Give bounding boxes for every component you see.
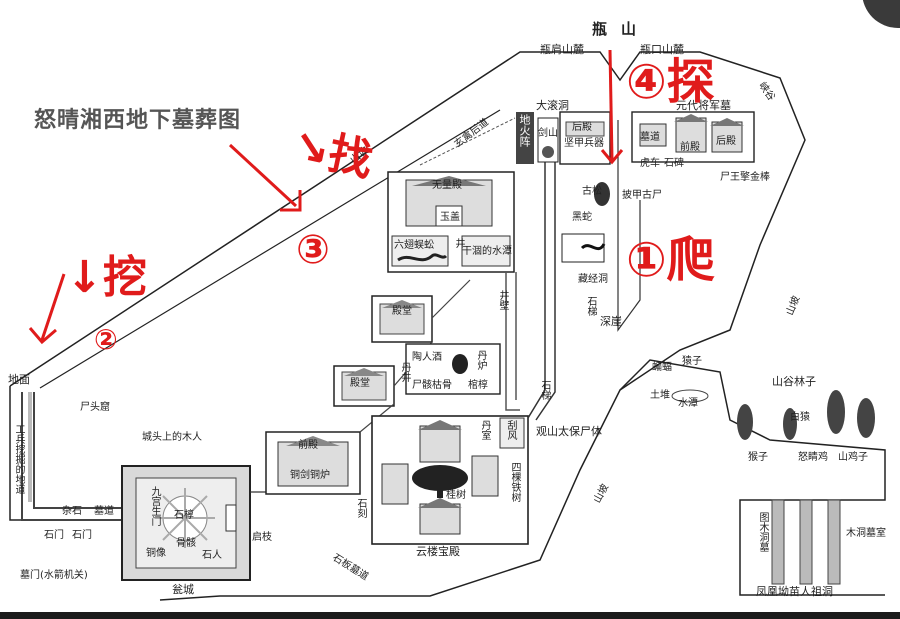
label-qiandian-2: 殿堂: [350, 378, 370, 389]
label-sishu: 四棵铁树: [509, 462, 520, 502]
label-bianfu: 蝙蝠: [652, 362, 672, 373]
handwriting-wa: ↓挖: [66, 252, 147, 303]
handwriting-tan: ④探: [626, 54, 715, 110]
map-title: 怒晴湘西地下墓葬图: [34, 108, 242, 133]
label-shenya: 深崖: [600, 315, 622, 328]
label-ganhe: 干涸的水潭: [462, 246, 512, 257]
label-tongjing: 铜剑铜炉: [290, 470, 330, 481]
label-yuanzi: 猿子: [682, 356, 702, 367]
label-yuhai: 玉盖: [440, 212, 460, 223]
label-pinghe: 瓶肩山麓: [540, 43, 584, 56]
label-houzi: 猴子: [748, 452, 768, 463]
label-jiankuqi: 坚甲兵器: [564, 138, 604, 149]
label-tumudong: 图木洞墓: [757, 512, 768, 552]
label-mudao-top: 墓道: [640, 132, 660, 143]
label-shiren: 石人: [202, 550, 222, 561]
label-dan-lu: 丹炉: [475, 350, 486, 370]
label-baiyuan: 白猿: [790, 412, 810, 423]
label-shuitan: 水潭: [678, 398, 698, 409]
label-qiandian-top: 前殿: [680, 142, 700, 153]
label-shijie2: 石梯: [539, 380, 550, 400]
label-jiugong: 九宫生门: [149, 486, 160, 526]
label-guafeng: 刮风: [505, 420, 516, 440]
label-tudui: 土堆: [650, 390, 670, 401]
label-gongbing: 工兵挖掘的地道: [13, 424, 24, 494]
label-shiguo: 石椁: [174, 510, 194, 521]
bottom-bar: [0, 612, 900, 619]
label-shijie: 石梯: [585, 296, 596, 316]
label-jiafeng: 剑山: [538, 128, 558, 139]
label-yuandai: 元代将军墓: [676, 99, 731, 112]
label-houdian1: 后殿: [572, 122, 592, 133]
peak-label: 瓶山: [592, 20, 651, 38]
label-tiedi: 地面: [8, 373, 30, 386]
label-qiandian-1: 殿堂: [392, 306, 412, 317]
label-yuanjiji: 怒睛鸡: [798, 452, 828, 463]
label-pijiagushi: 披甲古尸: [622, 190, 662, 201]
label-shangu: 山谷林子: [772, 375, 816, 388]
label-zashi: 杂石: [62, 506, 82, 517]
label-moxing: 藏经洞: [578, 274, 608, 285]
label-fenghuang: 凤凰坳苗人祖洞: [756, 585, 833, 598]
label-shimen1: 石门: [44, 530, 64, 541]
label-shanjizi: 山鸡子: [838, 452, 868, 463]
label-dan-shi: 丹室: [479, 420, 490, 440]
label-shitou: 尸头窟: [80, 402, 110, 413]
label-gugu: 骨骸: [176, 538, 196, 549]
label-shibei: 石碑: [664, 158, 684, 169]
handwriting-zhao-num: ③: [296, 227, 330, 273]
label-pingkou: 瓶口山麓: [640, 43, 684, 56]
label-gusong: 古松: [582, 186, 602, 197]
label-heishe: 黑蛇: [572, 212, 592, 223]
label-wuliang: 无量殿: [432, 180, 462, 191]
label-mumen: 墓门(水箭机关): [20, 570, 88, 581]
label-yunlou: 云楼宝殿: [416, 545, 460, 558]
label-mudao-left: 墓道: [94, 506, 114, 517]
label-shiwang: 尸王擎金棒: [720, 172, 770, 183]
label-guishu: 桂树: [446, 490, 466, 501]
label-dan-jing: 丹井: [399, 362, 410, 382]
label-taoren: 陶人酒: [412, 352, 442, 363]
label-wengcheng: 瓮城: [172, 583, 194, 596]
label-shike: 石刻: [355, 498, 366, 518]
label-shihuang: 尸骸枯骨: [412, 380, 452, 391]
handwriting-wa-num: ②: [94, 323, 118, 356]
label-dalian: 大滚洞: [536, 99, 569, 112]
handwriting-pa: ①爬: [626, 232, 715, 288]
label-jingbi: 井壁: [497, 290, 508, 310]
label-qianxiang: 启枝: [252, 532, 272, 543]
label-liuyan: 六翅蜈蚣: [394, 240, 434, 251]
label-shimen2: 石门: [72, 530, 92, 541]
label-jing: 井: [453, 238, 464, 248]
label-guanshan: 观山太保尸体: [536, 425, 602, 438]
label-guanjing: 棺椁: [468, 380, 488, 391]
label-mudongmushi: 木洞墓室: [846, 528, 886, 539]
label-tongxiang: 铜像: [146, 548, 166, 559]
label-dihuo: 地火阵: [518, 114, 531, 147]
label-huche: 虎车: [640, 158, 660, 169]
label-qiandian-3: 前殿: [298, 440, 318, 451]
label-chengtou: 城头上的木人: [142, 432, 202, 443]
label-houdian-top: 后殿: [716, 136, 736, 147]
